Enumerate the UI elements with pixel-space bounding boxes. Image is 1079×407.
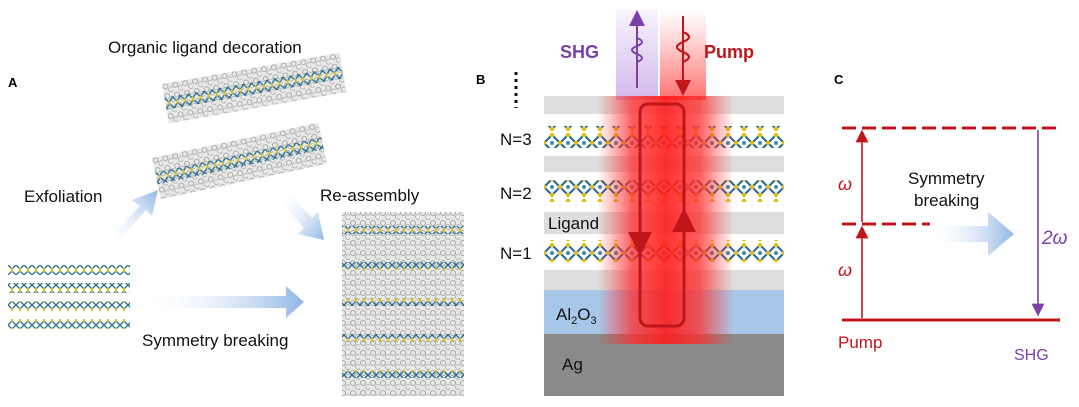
omega-lower: ω	[838, 260, 852, 280]
symmetry-breaking-label: Symmetry breaking	[142, 331, 288, 350]
pump-beam-in-sample	[598, 96, 734, 344]
pump-wave	[675, 30, 691, 64]
pump-label: Pump	[704, 42, 754, 62]
omega-upper: ω	[838, 174, 852, 194]
shg-label: SHG	[560, 42, 599, 62]
shg-level-label: SHG	[1014, 347, 1049, 364]
reassembled-stack	[342, 212, 464, 396]
decorated-layer-top	[162, 52, 347, 124]
ag-layer	[544, 334, 784, 396]
bulk-crystal	[8, 265, 130, 329]
ligand-label: Ligand	[548, 214, 599, 233]
panel-c-letter: C	[834, 72, 844, 87]
panel-a-title: Organic ligand decoration	[108, 38, 302, 57]
reassembly-arrow	[280, 192, 324, 240]
panel-b-letter: B	[476, 72, 485, 87]
n1-label: N=1	[500, 244, 532, 263]
symmetry-label: Symmetry	[908, 169, 985, 188]
breaking-label: breaking	[914, 191, 979, 210]
ag-label: Ag	[562, 355, 583, 374]
decorated-layer-middle	[152, 122, 328, 200]
panel-a-letter: A	[8, 75, 18, 90]
shg-wave	[631, 37, 643, 63]
two-omega-label: 2ω	[1041, 228, 1068, 249]
n2-label: N=2	[500, 184, 532, 203]
panel-b: B SHG Pump N=3 N=2 N=1 Ligand	[476, 10, 784, 396]
panel-a: A Organic ligand decoration	[8, 38, 464, 396]
exfoliation-arrow	[108, 190, 158, 246]
pump-level-label: Pump	[838, 333, 882, 352]
reassembly-label: Re-assembly	[320, 186, 420, 205]
al2o3-label: Al2O3	[556, 305, 597, 327]
symmetry-breaking-arrow	[140, 286, 304, 318]
panel-c: C ω ω Symmetry breaking 2ω Pump SHG	[834, 72, 1068, 364]
symmetry-breaking-arrow-c	[928, 212, 1014, 256]
n3-label: N=3	[500, 130, 532, 149]
exfoliation-label: Exfoliation	[24, 187, 102, 206]
